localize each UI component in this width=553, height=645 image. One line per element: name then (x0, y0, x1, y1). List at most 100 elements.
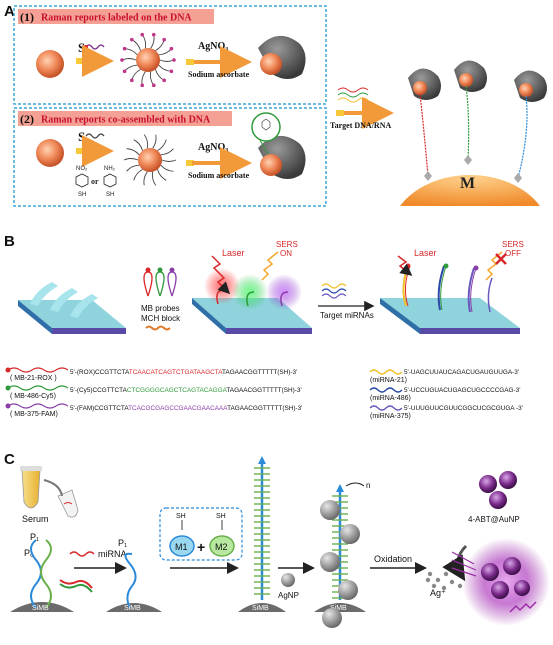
panel-b: B MB probes MCH block (4, 233, 524, 420)
aminothiophenol-icon: NH₂ SH (103, 166, 117, 198)
yellow-bar-2 (186, 59, 194, 65)
plus-sign: + (197, 539, 205, 555)
raman-signal-wave (509, 601, 537, 613)
raman-dot-icon (84, 45, 88, 49)
target-sequence-list: 5'-UAGCUUAUCAGACUGAUGUUGA-3'(miRNA-21) 5'… (369, 369, 523, 420)
sers-on-label-2: ON (280, 249, 292, 258)
n-label: n (366, 481, 370, 490)
sh-label-m1: SH (176, 513, 186, 520)
shell-nanoparticle-2 (251, 112, 306, 179)
functionalized-nanoparticle-1 (120, 32, 176, 88)
sodium-ascorbate-label-1: Sodium ascorbate (188, 70, 250, 79)
hairpin-m2 (209, 535, 235, 557)
small-tube-icon (57, 489, 79, 518)
target-mirnas-label: Target miRNAs (320, 311, 374, 320)
aunp-aggregate (481, 557, 530, 599)
svg-text:(miRNA-21): (miRNA-21) (370, 377, 407, 384)
oxidation-label: Oxidation (374, 554, 412, 564)
laser-label-1: Laser (222, 248, 245, 258)
or-label: or (91, 177, 99, 186)
svg-text:(miRNA-375): (miRNA-375) (370, 413, 411, 420)
svg-text:5'-(FAM)CCGTTCTATCACGCGAGCCGAA: 5'-(FAM)CCGTTCTATCACGCGAGCCGAACGAACAAATA… (70, 405, 302, 412)
agno3-label-2: AgNO₃ (198, 142, 228, 153)
svg-text:5'-(Cy5)CCGTTCTACTCGGGGCAGCTCA: 5'-(Cy5)CCGTTCTACTCGGGGCAGCTCAGTACAGGATA… (70, 387, 302, 394)
box-1-border (13, 5, 327, 105)
abt-aunp-label: 4-ABT@AuNP (468, 515, 520, 524)
yellow-bar-3 (76, 148, 84, 154)
box-2-border (13, 107, 327, 207)
serum-tube-icon (20, 466, 42, 509)
released-helix-icon-2 (59, 583, 93, 593)
svg-text:( MB-375-FAM): ( MB-375-FAM) (10, 411, 58, 418)
serum-label: Serum (22, 514, 49, 524)
panel-c: C Serum P₁ P₀ SiMB miRNA P₁ SiMB (4, 451, 550, 628)
target-arrow-group (336, 87, 394, 129)
svg-text:NO₂: NO₂ (76, 166, 88, 172)
s-label-1: S (78, 40, 85, 55)
panel-a-letter: A (4, 3, 15, 20)
agnp-label: AgNP (278, 591, 299, 600)
sh-label-m2: SH (216, 513, 226, 520)
simb-label-3: SiMB (252, 605, 269, 612)
target-dna-rna-label: Target DNA/RNA (330, 121, 391, 130)
simb-label-2: SiMB (124, 605, 141, 612)
incident-rays (451, 551, 477, 577)
shell-nanoparticle-1 (258, 35, 306, 79)
panel-c-letter: C (4, 451, 15, 468)
sers-on-label-1: SERS (276, 240, 298, 249)
mirna-label: miRNA (98, 549, 127, 559)
magnetic-bead (400, 175, 540, 206)
reassembly-arrow (442, 544, 468, 582)
svg-text:5'-UUUGUUCGUUCGGCUCGCGUGA -3': 5'-UUUGUUCGUUCGGCUCGCGUGA -3' (404, 405, 523, 412)
dna-helix-1 (30, 539, 52, 609)
mirna-strand-icon (69, 551, 95, 557)
box-1-number: (1) (20, 10, 34, 24)
m1-label: M1 (175, 542, 188, 552)
bare-nanoparticle-1 (36, 50, 64, 78)
transfer-arrow-1 (43, 479, 63, 497)
hairpin-box (159, 507, 243, 561)
single-strand-p1 (124, 552, 137, 609)
nitrothiophenol-icon: NO₂ SH (75, 166, 89, 198)
sers-off-cross-icon (495, 253, 507, 265)
laser-label-2: Laser (414, 248, 437, 258)
p1-label-1: P₁ (30, 532, 39, 542)
svg-text:( MB-21-ROX ): ( MB-21-ROX ) (10, 375, 57, 382)
dna-strand-icon-1 (85, 44, 105, 50)
agnp-particle-icon (281, 573, 295, 587)
hcr-ladder-2 (320, 484, 360, 628)
simb-bead-3 (238, 603, 286, 612)
agno3-label-1: AgNO₃ (198, 41, 228, 52)
laser-beam-2 (397, 255, 413, 276)
svg-text:5'-(ROX)CCGTTCTATCAACATCAGTCTG: 5'-(ROX)CCGTTCTATCAACATCAGTCTGATAAGCTATA… (70, 369, 297, 376)
ag-plus-label: Ag⁺ (430, 588, 446, 598)
mb-probes-label: MB probes (141, 304, 180, 313)
svg-text:5'-UAGCUUAUCAGACUGAUGUUGA-3': 5'-UAGCUUAUCAGACUGAUGUUGA-3' (404, 369, 519, 376)
svg-text:NH₂: NH₂ (104, 166, 116, 172)
mch-block-label: MCH block (141, 314, 181, 323)
svg-text:5'-UCCUGUACUGAGCUGCCCCGAG-3': 5'-UCCUGUACUGAGCUGCCCCGAG-3' (404, 387, 520, 394)
yellow-bar-4 (186, 160, 194, 166)
simb-label-1: SiMB (32, 605, 49, 612)
panel-b-letter: B (4, 233, 15, 250)
substrate-chip-bare (18, 282, 126, 334)
s-label-2: S (78, 129, 85, 144)
simb-bead-2 (106, 603, 162, 612)
sers-off-label-1: SERS (502, 240, 524, 249)
box-2-title: Raman reports co-assembled with DNA (41, 115, 211, 126)
repeat-bracket (345, 482, 365, 487)
substrate-chip-sers-on (192, 268, 312, 334)
sers-signal-2 (485, 251, 503, 281)
panel-a: A (1) Raman reports labeled on the DNA S… (4, 3, 547, 207)
svg-text:SH: SH (106, 192, 114, 198)
target-mirnas-icon (318, 283, 375, 312)
sers-signal-1 (261, 251, 279, 281)
dna-strand-icon-2 (85, 133, 105, 139)
box-1-title: Raman reports labeled on the DNA (41, 13, 192, 24)
m2-label: M2 (215, 542, 228, 552)
p0-label: P₀ (24, 548, 34, 558)
hcr-ladder-1 (254, 456, 270, 600)
purple-glow (462, 538, 550, 626)
laser-beam-1 (211, 255, 231, 295)
